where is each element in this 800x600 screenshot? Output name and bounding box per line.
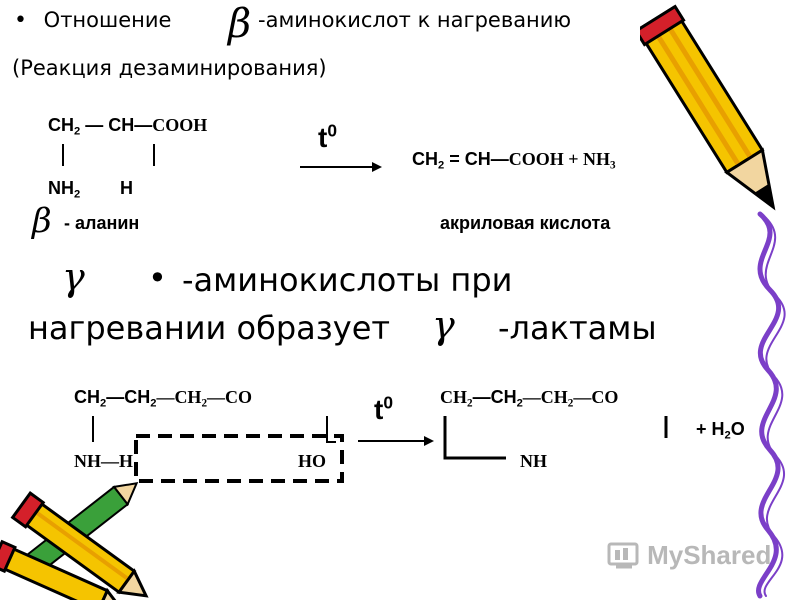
r2-bond-right-foot: [326, 441, 336, 443]
r1-reactant-bottom: NH2 H: [48, 178, 133, 201]
heading-line: • Отношение: [14, 10, 171, 32]
middle-gamma-symbol: γ: [62, 255, 85, 299]
pencil-top-right-icon: [640, 4, 776, 211]
r2-product-nh: NH: [520, 451, 547, 471]
r2-product-top: CH2—CH2—CH2—CO: [440, 387, 619, 410]
watermark: MyShared: [606, 540, 771, 570]
r1-bond-left: [62, 144, 64, 166]
r2-bond-right: [326, 416, 328, 442]
r1-reactant-name: - аланин: [64, 213, 140, 233]
r2-water-box-dashed: [134, 434, 344, 483]
r1-reactant-top: CH2 — CH—COOH: [48, 115, 208, 138]
heading-beta-symbol: β: [228, 1, 252, 47]
watermark-logo-icon: [607, 542, 639, 569]
heading-bullet: •: [14, 8, 27, 33]
middle-line2-after: -лактамы: [498, 309, 657, 347]
heading-text-before: Отношение: [43, 8, 172, 32]
r1-bond-right: [153, 144, 155, 166]
r1-product-name: акриловая кислота: [440, 213, 611, 233]
r1-product: CH2 = CH—COOH + NH3: [412, 149, 616, 172]
r1-condition: t0: [318, 120, 337, 153]
middle-bullet: •: [148, 259, 167, 297]
watermark-text: MyShared: [647, 540, 772, 570]
r2-water: + H2O: [696, 419, 745, 442]
r1-name-beta-symbol: β: [32, 201, 52, 241]
heading-text-after: -аминокислот к нагреванию: [258, 8, 572, 32]
middle-line1: -аминокислоты при: [182, 261, 513, 299]
middle-line2-before: нагревании образует: [28, 309, 391, 347]
r2-reactant-top: CH2—CH2—CH2—CO: [74, 387, 253, 410]
r2-lactam-ring-bonds: [443, 416, 668, 460]
r2-reactant-bottom: NH—H: [74, 451, 134, 471]
r1-arrow-icon: [300, 162, 382, 172]
r2-reactant-ho: HO: [298, 451, 327, 471]
r2-bond-left: [92, 416, 94, 442]
r2-condition: t0: [374, 392, 393, 425]
purple-squiggle-icon: [756, 211, 786, 599]
middle-gamma-symbol-2: γ: [432, 303, 455, 347]
heading-subtitle: (Реакция дезаминирования): [12, 56, 327, 80]
pencils-bottom-left-icon: [0, 481, 149, 600]
r2-arrow-icon: [358, 436, 434, 446]
